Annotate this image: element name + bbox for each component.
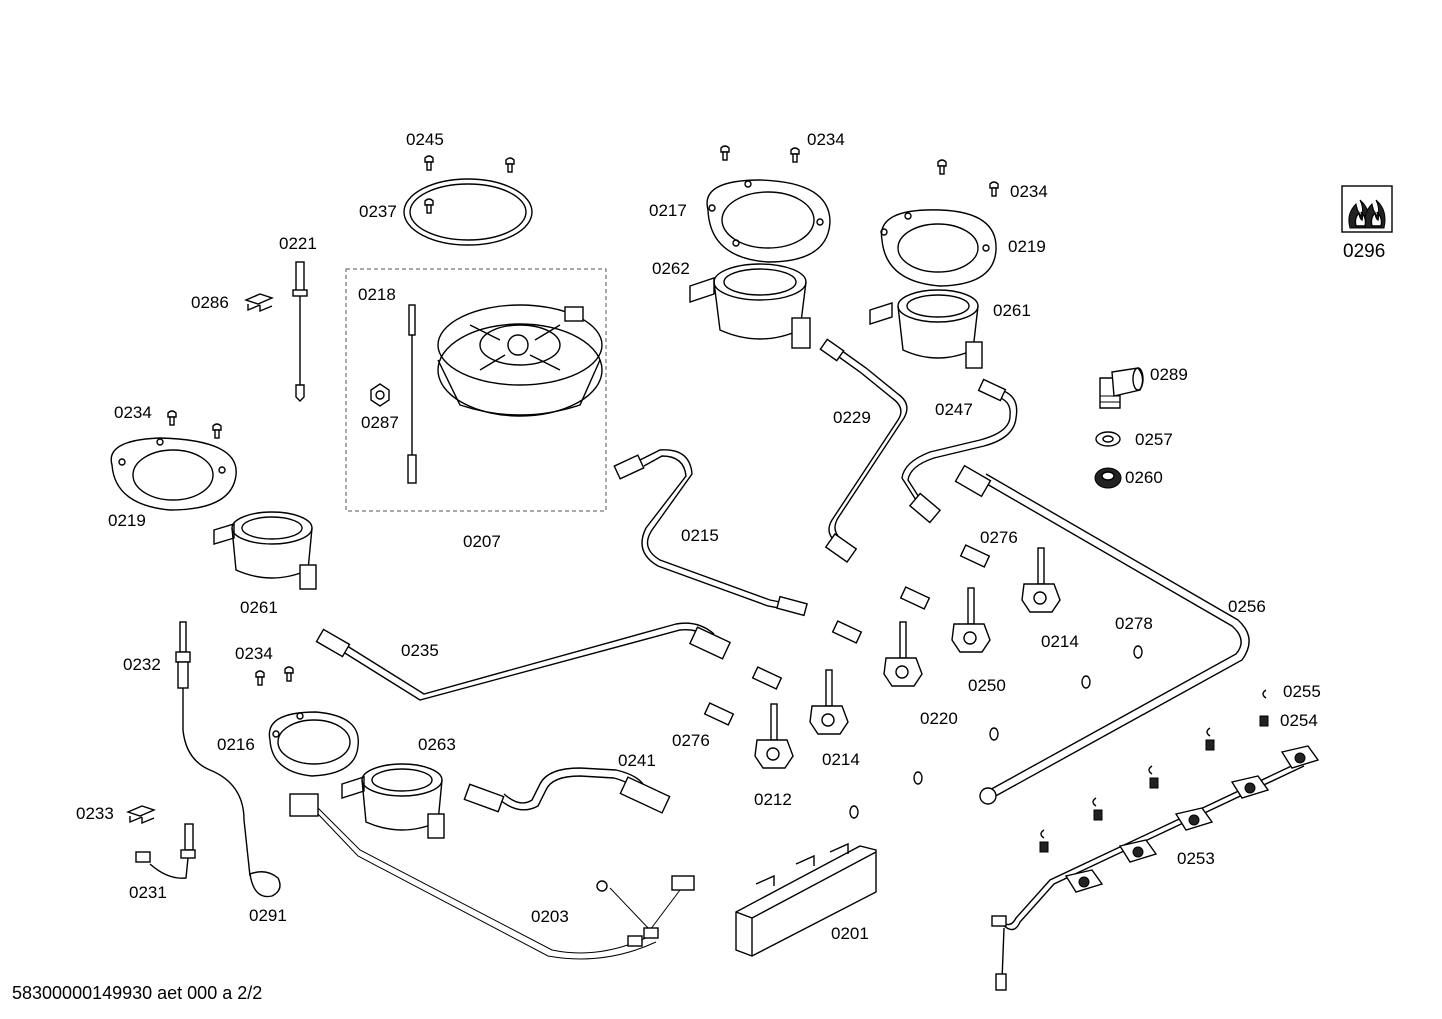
label-0261-left: 0261 [240, 598, 278, 617]
label-0287: 0287 [361, 413, 399, 432]
injectors-0276 [703, 544, 991, 726]
label-0215: 0215 [681, 526, 719, 545]
pipe-0215 [613, 449, 808, 617]
burner-cup-0263 [341, 763, 445, 839]
label-0233: 0233 [76, 804, 114, 823]
label-0212: 0212 [754, 790, 792, 809]
gas-tap-0214-mid [809, 669, 849, 735]
electrode-0232 [175, 621, 281, 898]
label-0296: 0296 [1343, 241, 1386, 262]
label-0234-bottom: 0234 [235, 644, 273, 663]
screws-0234-right [937, 159, 999, 197]
assembly-box-0207 [345, 268, 607, 512]
label-0231: 0231 [129, 883, 167, 902]
gasket-0237 [403, 178, 533, 246]
gas-tap-0250 [951, 587, 991, 653]
document-footer-id: 58300000149930 aet 000 a 2/2 [12, 983, 263, 1003]
label-0257: 0257 [1135, 430, 1173, 449]
burner-cup-0261-right [869, 289, 983, 369]
electrode-0221 [292, 261, 308, 402]
label-0218: 0218 [358, 285, 396, 304]
label-0247: 0247 [935, 400, 973, 419]
label-0250: 0250 [968, 676, 1006, 695]
label-0241: 0241 [618, 751, 656, 770]
screws-0234-left [167, 410, 222, 439]
nut-0287 [370, 383, 390, 407]
label-0291: 0291 [249, 906, 287, 925]
spark-module-0201 [735, 842, 877, 957]
burner-cup-0261-left [213, 511, 317, 590]
burner-cup-0262 [689, 263, 811, 349]
label-0276-bottom: 0276 [672, 731, 710, 750]
label-0207: 0207 [463, 532, 501, 551]
sleeves-0254 [1039, 715, 1269, 853]
label-0286: 0286 [191, 293, 229, 312]
gasket-0219-left [110, 437, 237, 511]
label-0216: 0216 [217, 735, 255, 754]
thermocouple-0218 [407, 304, 417, 484]
label-0263: 0263 [418, 735, 456, 754]
pipe-0235 [315, 622, 732, 701]
clips-0255 [1040, 689, 1267, 839]
ignition-harness-0253 [991, 745, 1320, 991]
label-0276-top: 0276 [980, 528, 1018, 547]
label-0232: 0232 [123, 655, 161, 674]
clip-0286 [244, 293, 274, 313]
label-0256: 0256 [1228, 597, 1266, 616]
screws-0234-top [720, 145, 800, 163]
gas-tap-0220 [883, 621, 923, 687]
clip-0233 [126, 805, 156, 825]
label-0262: 0262 [652, 259, 690, 278]
screws-0234-bottom [255, 666, 294, 686]
label-0229: 0229 [833, 408, 871, 427]
gasket-0219-right [880, 209, 997, 287]
burner-0207 [437, 304, 603, 417]
nut-0260 [1094, 467, 1122, 489]
label-0260: 0260 [1125, 468, 1163, 487]
pipe-0229 [819, 338, 908, 563]
label-0221: 0221 [279, 234, 317, 253]
label-0219-left: 0219 [108, 511, 146, 530]
label-0203: 0203 [531, 907, 569, 926]
o-rings-0278 [849, 645, 1143, 819]
label-0235: 0235 [401, 641, 439, 660]
label-0214-mid: 0214 [822, 750, 860, 769]
label-0255: 0255 [1283, 682, 1321, 701]
gas-tap-0214-right [1021, 547, 1061, 613]
label-0220: 0220 [920, 709, 958, 728]
label-0237: 0237 [359, 202, 397, 221]
screw-0245 [424, 155, 515, 214]
label-0234-right: 0234 [1010, 182, 1048, 201]
electrode-0231 [135, 823, 196, 879]
gasket-0216 [268, 711, 359, 777]
label-0234-top: 0234 [807, 130, 845, 149]
pipe-0247 [901, 378, 1018, 524]
elbow-0289 [1099, 367, 1144, 409]
label-0217: 0217 [649, 201, 687, 220]
label-0261-right: 0261 [993, 301, 1031, 320]
label-0245: 0245 [406, 130, 444, 149]
label-0219-right: 0219 [1008, 237, 1046, 256]
label-0214-right: 0214 [1041, 632, 1079, 651]
wiring-0203 [289, 793, 695, 960]
flame-symbol-0296 [1341, 185, 1393, 233]
label-0253: 0253 [1177, 849, 1215, 868]
label-0234-left: 0234 [114, 403, 152, 422]
label-0201: 0201 [831, 924, 869, 943]
label-0289: 0289 [1150, 365, 1188, 384]
label-0254: 0254 [1280, 711, 1318, 730]
pipe-0256 [954, 464, 1250, 805]
label-0278: 0278 [1115, 614, 1153, 633]
gas-tap-0212 [754, 703, 794, 769]
washer-0257 [1095, 431, 1121, 447]
gasket-0217 [706, 179, 831, 263]
pipe-0241 [463, 767, 671, 814]
